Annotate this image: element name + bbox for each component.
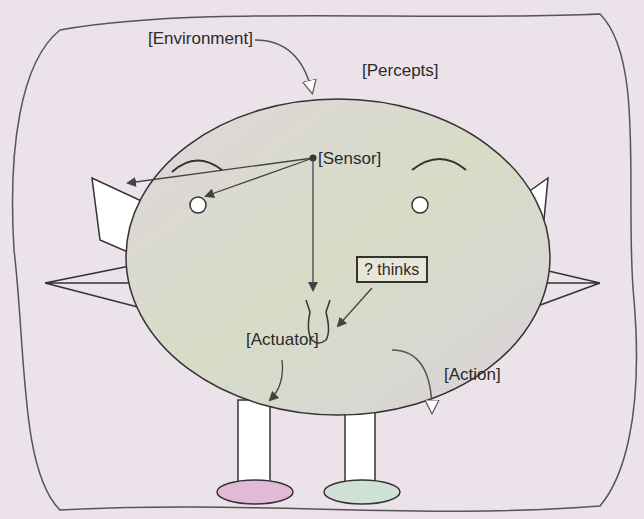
- action-arrow: [392, 350, 432, 412]
- action-label: [Action]: [444, 366, 501, 385]
- sensor-to-nose: [312, 158, 313, 290]
- right-foot: [324, 480, 400, 504]
- actuator-to-leg: [270, 360, 283, 400]
- environment-arrow: [255, 40, 312, 92]
- environment-label: [Environment]: [148, 30, 253, 49]
- actuator-label: [Actuator]: [246, 331, 319, 350]
- right-brow: [412, 159, 466, 170]
- left-leg: [238, 400, 270, 485]
- left-eye: [190, 197, 206, 213]
- left-foot: [217, 480, 293, 504]
- percepts-label: [Percepts]: [362, 62, 439, 81]
- sensor-to-ear: [128, 158, 313, 183]
- environment-outline: [13, 14, 637, 511]
- left-brow: [172, 160, 222, 172]
- agent-head: [126, 99, 550, 415]
- thought-box: ? thinks: [356, 256, 428, 283]
- thinks-to-actuator: [338, 288, 372, 326]
- sensor-label: [Sensor]: [318, 150, 381, 169]
- right-eye: [412, 197, 428, 213]
- sensor-to-eye: [206, 158, 313, 196]
- thought-text: ? thinks: [364, 260, 420, 279]
